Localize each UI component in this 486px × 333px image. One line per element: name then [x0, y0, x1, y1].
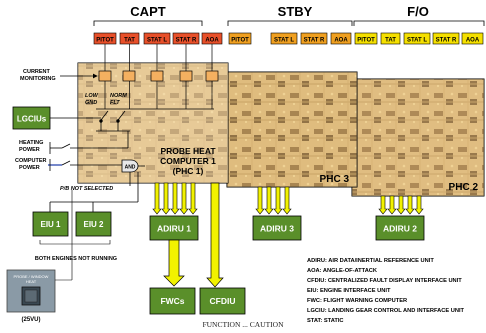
sensor-row-capt: PITOT TAT STAT L STAT R AOA	[94, 33, 222, 44]
heating-power-label-2: POWER	[19, 147, 40, 153]
sensor-capt-stat-r: STAT R	[176, 37, 197, 43]
phc1-label-line3: (PHC 1)	[173, 166, 204, 176]
sensor-capt-aoa: AOA	[205, 37, 219, 43]
legend-line-fwc: FWC: FLIGHT WARNING COMPUTER	[307, 298, 407, 304]
current-monitoring-label-1: CURRENT	[23, 69, 51, 75]
eiu1-label: EIU 1	[40, 220, 61, 229]
low-gnd-label-2: GND	[85, 100, 97, 106]
phc1-label-line2: COMPUTER 1	[160, 156, 216, 166]
both-engines-label: BOTH ENGINES NOT RUNNING	[35, 256, 117, 262]
sensor-fo-stat-r: STAT R	[436, 37, 457, 43]
header-stby: STBY	[278, 4, 313, 19]
panel-title-2: HEAT	[26, 279, 37, 284]
phc2-label: PHC 2	[449, 182, 479, 193]
legend-line-eiu: EIU: ENGINE INTERFACE UNIT	[307, 288, 391, 294]
sensor-capt-tat: TAT	[124, 37, 135, 43]
sensor-capt-pitot: PITOT	[96, 37, 114, 43]
pb-not-selected-label: P/B NOT SELECTED	[60, 186, 113, 192]
header-fo: F/O	[407, 4, 429, 19]
adiru1-label: ADIRU 1	[157, 224, 191, 234]
sensor-stby-stat-r: STAT R	[304, 37, 325, 43]
sensor-row-stby: PITOT STAT L STAT R AOA	[229, 33, 351, 44]
computer-power-label-2: POWER	[19, 165, 40, 171]
phc2-unit: PHC 2	[352, 79, 484, 196]
eiu2-label: EIU 2	[83, 220, 104, 229]
header-bracket-capt	[94, 21, 202, 26]
heating-power-label-1: HEATING	[19, 140, 43, 146]
sensor-capt-stat-l: STAT L	[147, 37, 167, 43]
sensor-row-fo: PITOT TAT STAT L STAT R AOA	[355, 33, 483, 44]
computer-power-label-1: COMPUTER	[15, 158, 47, 164]
low-gnd-label-1: LOW	[85, 93, 99, 99]
figure-caption: FUNCTION ... CAUTION	[0, 320, 486, 329]
cfdiu-label: CFDIU	[210, 296, 236, 306]
sensor-fo-tat: TAT	[385, 37, 396, 43]
sensor-stby-stat-l: STAT L	[274, 37, 294, 43]
both-engines-bracket	[40, 240, 110, 244]
adiru2-label: ADIRU 2	[383, 224, 417, 234]
sensor-stby-pitot: PITOT	[231, 37, 249, 43]
adiru1-to-fwcs-arrow	[164, 240, 184, 286]
legend-line-lgciu: LGCIU: LANDING GEAR CONTROL AND INTERFAC…	[307, 308, 465, 314]
sensor-stby-aoa: AOA	[334, 37, 348, 43]
sensor-fo-stat-l: STAT L	[407, 37, 427, 43]
norm-flt-label-2: FLT	[110, 100, 120, 106]
pushbutton-window	[25, 290, 37, 302]
phc1-label-line1: PROBE HEAT	[160, 146, 216, 156]
phc3-unit: PHC 3	[227, 72, 357, 187]
norm-flt-label-1: NORM	[110, 93, 127, 99]
header-bracket-stby	[228, 21, 352, 26]
and-gate-label: AND	[125, 165, 136, 171]
adiru3-label: ADIRU 3	[260, 224, 294, 234]
legend-line-cfdiu: CFDIU: CENTRALIZED FAULT DISPLAY INTERFA…	[307, 278, 462, 284]
current-monitoring-label-2: MONITORING	[20, 76, 56, 82]
legend-line-aoa: AOA: ANGLE-OF-ATTACK	[307, 268, 378, 274]
sensor-fo-aoa: AOA	[466, 37, 480, 43]
legend-line-adiru: ADIRU: AIR DATA/INERTIAL REFERENCE UNIT	[307, 258, 434, 264]
phc3-label: PHC 3	[320, 174, 350, 185]
header-bracket-fo	[354, 21, 484, 26]
phc1-to-cfdiu-arrow	[207, 183, 223, 287]
sensor-fo-pitot: PITOT	[357, 37, 375, 43]
header-capt: CAPT	[130, 4, 165, 19]
lgciu-label: LGCIUs	[17, 115, 47, 124]
legend: ADIRU: AIR DATA/INERTIAL REFERENCE UNIT …	[307, 258, 465, 324]
fwcs-label: FWCs	[160, 296, 184, 306]
